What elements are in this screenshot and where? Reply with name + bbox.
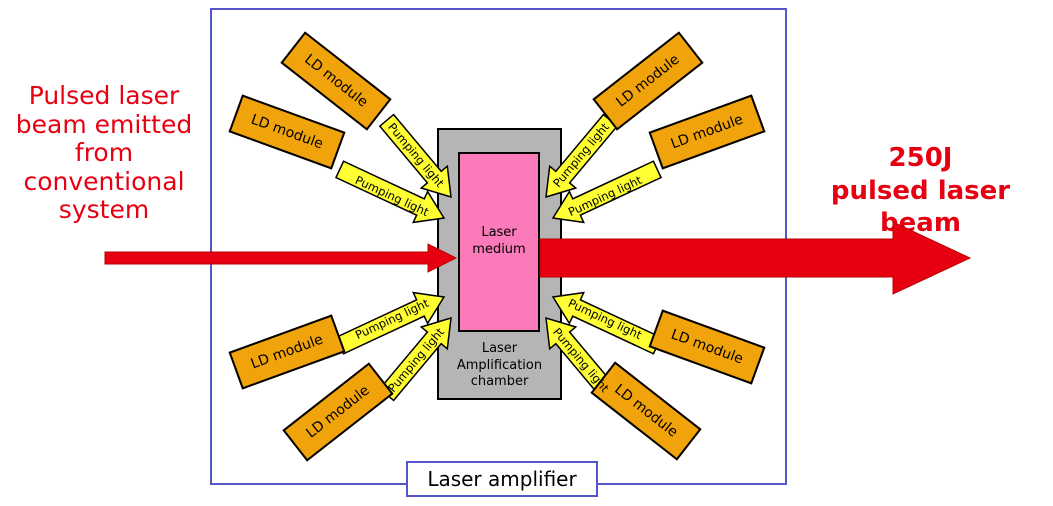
input-beam-label: Pulsed laser beam emitted from conventio… xyxy=(15,81,193,224)
laser-medium-label: Laser medium xyxy=(472,225,526,257)
laser-amplifier-caption: Laser amplifier xyxy=(406,461,598,497)
laser-medium: Laser medium xyxy=(458,152,540,332)
amplification-chamber-label: Laser Amplification chamber xyxy=(456,341,543,389)
output-beam-label: 250J pulsed laser beam xyxy=(830,143,1011,238)
